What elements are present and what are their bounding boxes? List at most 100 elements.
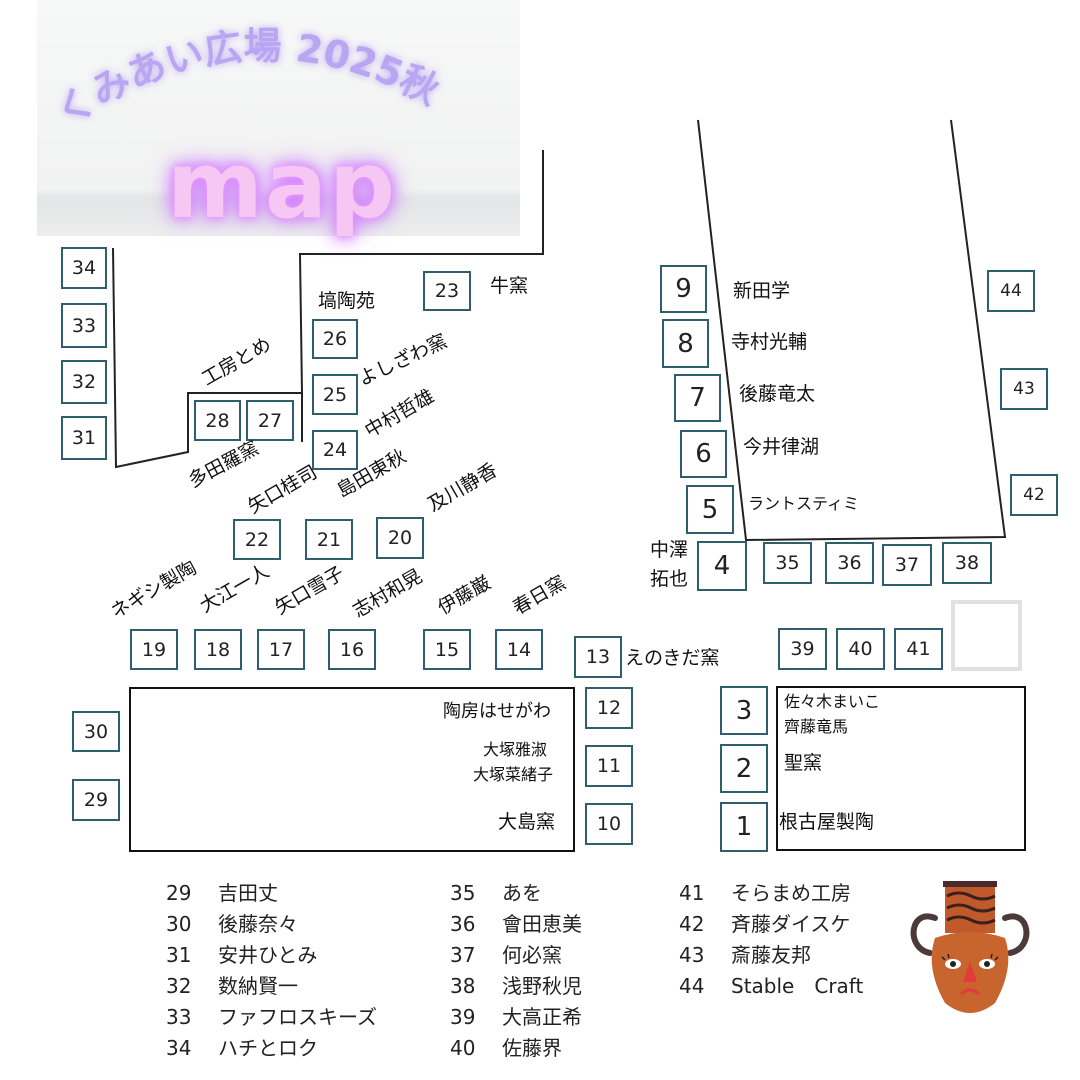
legend-row: 36 會田恵美 — [450, 909, 582, 940]
booth-32[interactable]: 32 — [61, 360, 107, 404]
booth-39[interactable]: 39 — [778, 628, 827, 670]
legend-num: 41 — [679, 881, 705, 905]
vase-mascot-icon — [910, 881, 1030, 1013]
label-kou: 塙陶苑 — [318, 290, 376, 312]
booth-8[interactable]: 8 — [662, 319, 709, 368]
booth-29[interactable]: 29 — [72, 779, 120, 821]
booth-36[interactable]: 36 — [825, 542, 874, 584]
booth-31[interactable]: 31 — [61, 416, 107, 460]
label-hijiri: 聖窯 — [784, 752, 823, 774]
booth-28[interactable]: 28 — [194, 400, 241, 441]
booth-33[interactable]: 33 — [61, 303, 107, 348]
booth-35[interactable]: 35 — [763, 542, 812, 584]
booth-10[interactable]: 10 — [585, 803, 633, 845]
booth-11[interactable]: 11 — [585, 745, 633, 787]
label-enoki: えのきだ窯 — [625, 647, 720, 669]
legend-row: 32 数納賢一 — [166, 971, 377, 1002]
label-nakazawa-2: 拓也 — [650, 568, 689, 590]
legend-row: 39 大高正希 — [450, 1002, 582, 1033]
legend-name: 大高正希 — [502, 1005, 582, 1029]
booth-24[interactable]: 24 — [312, 430, 358, 470]
legend-num: 38 — [450, 974, 476, 998]
legend-name: 會田恵美 — [502, 912, 582, 936]
legend-num: 30 — [166, 912, 192, 936]
label-ushi: 牛窯 — [490, 275, 529, 297]
booth-43[interactable]: 43 — [1000, 368, 1048, 410]
label-ranto: ラントスティミ — [748, 494, 860, 513]
label-tobo: 陶房はせがわ — [443, 701, 551, 722]
legend-name: 数納賢一 — [218, 974, 298, 998]
legend-name: そらまめ工房 — [731, 881, 851, 905]
empty-space — [951, 600, 1022, 671]
legend-num: 36 — [450, 912, 476, 936]
legend-num: 40 — [450, 1036, 476, 1060]
label-otsuka2: 大塚菜緒子 — [473, 765, 554, 784]
legend-name: 安井ひとみ — [218, 943, 318, 967]
booth-13[interactable]: 13 — [574, 636, 622, 678]
booth-42[interactable]: 42 — [1010, 474, 1058, 516]
booth-38[interactable]: 38 — [942, 542, 992, 584]
booth-44[interactable]: 44 — [987, 270, 1035, 312]
legend-num: 37 — [450, 943, 476, 967]
booth-14[interactable]: 14 — [495, 629, 543, 670]
booth-40[interactable]: 40 — [836, 628, 885, 670]
booth-26[interactable]: 26 — [312, 319, 358, 359]
booth-3[interactable]: 3 — [720, 686, 768, 735]
booth-41[interactable]: 41 — [894, 628, 943, 670]
booth-30[interactable]: 30 — [72, 711, 120, 752]
booth-9[interactable]: 9 — [660, 265, 707, 313]
legend-row: 43 斎藤友邦 — [679, 940, 863, 971]
title-arc: くみあい広場 2025秋 — [48, 24, 446, 135]
label-oshima: 大島窯 — [498, 811, 556, 833]
booth-23[interactable]: 23 — [423, 271, 471, 311]
legend-name: Stable Craft — [731, 974, 864, 998]
booth-17[interactable]: 17 — [257, 629, 305, 670]
booth-4[interactable]: 4 — [697, 541, 747, 591]
booth-6[interactable]: 6 — [680, 430, 727, 478]
legend-num: 29 — [166, 881, 192, 905]
booth-25[interactable]: 25 — [312, 374, 358, 415]
booth-15[interactable]: 15 — [423, 629, 471, 670]
legend-row: 41 そらまめ工房 — [679, 878, 863, 909]
booth-16[interactable]: 16 — [328, 629, 376, 670]
title-sub: map — [167, 132, 397, 239]
legend-num: 34 — [166, 1036, 192, 1060]
label-nitta: 新田学 — [733, 280, 791, 302]
label-sasaki: 佐々木まいこ — [784, 692, 881, 711]
booth-12[interactable]: 12 — [585, 687, 633, 729]
legend-name: 斎藤友邦 — [731, 943, 811, 967]
legend-name: 何必窯 — [502, 943, 562, 967]
booth-1[interactable]: 1 — [720, 802, 768, 852]
legend-num: 32 — [166, 974, 192, 998]
legend-name: 佐藤界 — [502, 1036, 562, 1060]
legend-row: 40 佐藤界 — [450, 1033, 582, 1064]
legend-num: 43 — [679, 943, 705, 967]
booth-19[interactable]: 19 — [130, 629, 178, 670]
booth-20[interactable]: 20 — [376, 517, 424, 559]
booth-18[interactable]: 18 — [194, 629, 242, 670]
label-nakazawa-1: 中澤 — [650, 539, 689, 561]
booth-27[interactable]: 27 — [246, 400, 294, 441]
booth-37[interactable]: 37 — [882, 544, 932, 586]
booth-5[interactable]: 5 — [686, 485, 734, 534]
wall-right — [697, 119, 1007, 542]
legend-num: 39 — [450, 1005, 476, 1029]
booth-7[interactable]: 7 — [674, 374, 721, 422]
booth-2[interactable]: 2 — [720, 744, 768, 793]
booth-21[interactable]: 21 — [305, 519, 353, 560]
label-imai: 今井律湖 — [743, 436, 820, 458]
label-otsuka1: 大塚雅淑 — [483, 740, 548, 759]
legend-name: ハチとロク — [218, 1036, 318, 1060]
label-teramura: 寺村光輔 — [731, 331, 808, 353]
booth-22[interactable]: 22 — [233, 519, 281, 560]
label-nagoya: 根古屋製陶 — [779, 811, 875, 833]
booth-34[interactable]: 34 — [61, 247, 107, 289]
